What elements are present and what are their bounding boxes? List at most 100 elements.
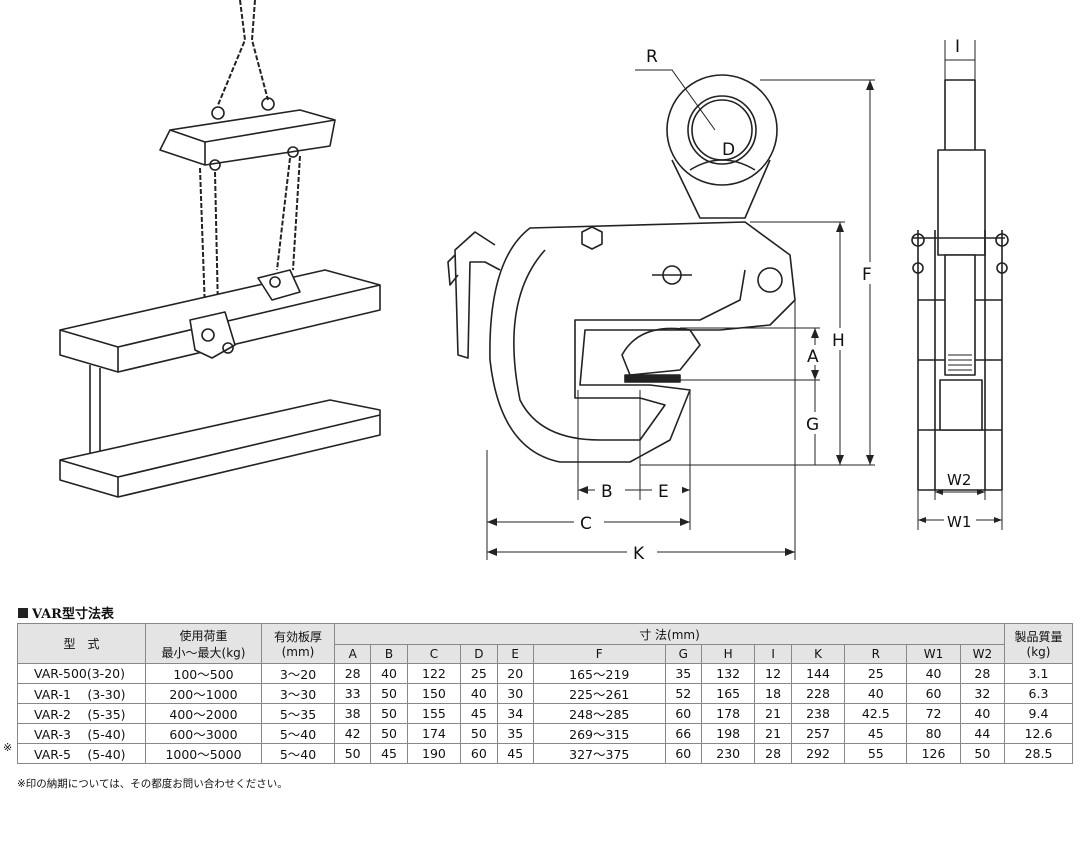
header-dim-w1: W1 — [906, 644, 961, 664]
cell-dim-a: 28 — [333, 663, 372, 684]
cell-thickness: 5～40 — [261, 723, 335, 744]
clamp-front-view — [447, 74, 796, 463]
dim-label-G: G — [806, 415, 819, 435]
cell-dim-i: 12 — [754, 663, 792, 684]
header-dim-i: I — [754, 644, 792, 664]
cell-dim-k: 257 — [790, 723, 846, 744]
cell-dim-g: 52 — [664, 683, 702, 704]
header-dim-h: H — [700, 644, 756, 664]
cell-dim-r: 55 — [844, 743, 908, 764]
cell-dim-e: 35 — [496, 723, 534, 744]
cell-dim-f: 269～315 — [532, 723, 666, 744]
cell-thickness: 5～35 — [261, 703, 335, 724]
cell-weight: 28.5 — [1004, 743, 1073, 764]
header-dim-f: F — [532, 644, 666, 664]
cell-dim-b: 50 — [370, 703, 408, 724]
dim-label-A: A — [807, 347, 819, 367]
header-dim-w2: W2 — [959, 644, 1006, 664]
cell-dim-i: 21 — [754, 703, 792, 724]
cell-dim-d: 45 — [460, 703, 498, 724]
dim-label-R: R — [646, 47, 658, 67]
cell-model: VAR-500(3-20) — [17, 663, 146, 684]
dim-label-H: H — [832, 331, 845, 351]
cell-dim-d: 60 — [460, 743, 498, 764]
header-dim-e: E — [496, 644, 534, 664]
cell-dim-h: 178 — [700, 703, 756, 724]
dim-label-C: C — [580, 514, 592, 534]
cell-dim-w1: 80 — [906, 723, 961, 744]
cell-model: VAR-2 (5-35) — [17, 703, 146, 724]
cell-dim-i: 21 — [754, 723, 792, 744]
cell-dim-e: 20 — [496, 663, 534, 684]
cell-dim-r: 40 — [844, 683, 908, 704]
header-dim-a: A — [333, 644, 372, 664]
cell-dim-b: 45 — [370, 743, 408, 764]
cell-dim-c: 150 — [406, 683, 462, 704]
cell-dim-e: 34 — [496, 703, 534, 724]
cell-dim-f: 327～375 — [532, 743, 666, 764]
beam-lifting-illustration — [59, 0, 381, 498]
dim-label-K: K — [633, 544, 645, 564]
cell-model: VAR-3 (5-40) — [17, 723, 146, 744]
dim-label-F: F — [862, 265, 872, 285]
header-dim-b: B — [370, 644, 408, 664]
cell-dim-h: 165 — [700, 683, 756, 704]
cell-dim-k: 238 — [790, 703, 846, 724]
cell-dim-b: 50 — [370, 723, 408, 744]
header-weight: 製品質量 (kg) — [1004, 623, 1073, 664]
cell-dim-r: 25 — [844, 663, 908, 684]
cell-dim-c: 155 — [406, 703, 462, 724]
cell-dim-w2: 32 — [959, 683, 1006, 704]
header-dim-d: D — [460, 644, 498, 664]
dim-label-W2: W2 — [947, 471, 971, 489]
cell-model: VAR-1 (3-30) — [17, 683, 146, 704]
cell-weight: 3.1 — [1004, 663, 1073, 684]
cell-dim-a: 33 — [333, 683, 372, 704]
header-load: 使用荷重 最小～最大(kg) — [145, 623, 262, 664]
footnote: ※印の納期については、その都度お問い合わせください。 — [17, 778, 288, 790]
cell-dim-b: 40 — [370, 663, 408, 684]
cell-dim-b: 50 — [370, 683, 408, 704]
header-dims-group: 寸 法(mm) — [334, 623, 1005, 645]
cell-load: 400～2000 — [145, 703, 262, 724]
cell-dim-g: 60 — [664, 743, 702, 764]
cell-model: VAR-5 (5-40) — [17, 743, 146, 764]
dim-label-D: D — [722, 140, 735, 160]
cell-load: 100～500 — [145, 663, 262, 684]
cell-dim-c: 174 — [406, 723, 462, 744]
cell-thickness: 3～20 — [261, 663, 335, 684]
cell-dim-k: 144 — [790, 663, 846, 684]
cell-dim-k: 228 — [790, 683, 846, 704]
cell-dim-w2: 40 — [959, 703, 1006, 724]
cell-load: 1000～5000 — [145, 743, 262, 764]
cell-dim-g: 60 — [664, 703, 702, 724]
dim-label-B: B — [601, 482, 613, 502]
cell-dim-i: 18 — [754, 683, 792, 704]
cell-dim-c: 190 — [406, 743, 462, 764]
cell-dim-h: 132 — [700, 663, 756, 684]
section-title: VAR型寸法表 — [18, 603, 114, 622]
cell-thickness: 3～30 — [261, 683, 335, 704]
cell-dim-k: 292 — [790, 743, 846, 764]
cell-dim-w1: 72 — [906, 703, 961, 724]
header-dim-k: K — [790, 644, 846, 664]
cell-dim-f: 225～261 — [532, 683, 666, 704]
technical-drawing: R D F H A G B E C K I W2 W1 — [59, 0, 1009, 564]
header-dim-r: R — [844, 644, 908, 664]
cell-weight: 12.6 — [1004, 723, 1073, 744]
cell-dim-w1: 40 — [906, 663, 961, 684]
cell-dim-d: 50 — [460, 723, 498, 744]
cell-dim-r: 42.5 — [844, 703, 908, 724]
square-bullet-icon — [18, 607, 28, 618]
cell-load: 200～1000 — [145, 683, 262, 704]
cell-dim-h: 230 — [700, 743, 756, 764]
cell-dim-a: 42 — [333, 723, 372, 744]
header-model: 型 式 — [17, 623, 146, 664]
cell-dim-w2: 28 — [959, 663, 1006, 684]
cell-thickness: 5～40 — [261, 743, 335, 764]
cell-dim-g: 66 — [664, 723, 702, 744]
cell-load: 600～3000 — [145, 723, 262, 744]
